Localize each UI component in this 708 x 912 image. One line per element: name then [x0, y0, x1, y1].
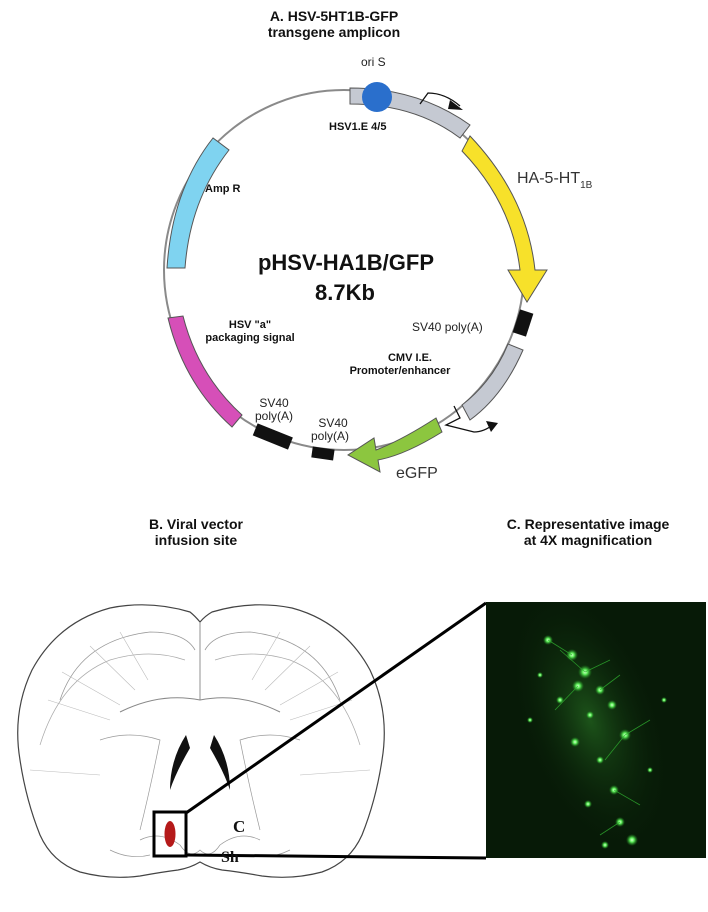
region-label-c: C	[233, 817, 245, 836]
cell-body	[570, 737, 580, 747]
amp-r-segment	[166, 137, 230, 269]
cmv-label-2: Promoter/enhancer	[350, 365, 452, 377]
cell-body	[527, 717, 533, 723]
panel-a-caption-line2: transgene amplicon	[267, 24, 401, 40]
ha5ht-label: HA-5-HT1B	[517, 170, 593, 191]
cell-body	[626, 834, 638, 846]
region-label-sh: Sh	[221, 849, 239, 866]
cell-body	[615, 817, 625, 827]
sv40-right-label: SV40 poly(A)	[412, 320, 483, 334]
micrograph-image	[486, 602, 706, 858]
striatum-left	[99, 734, 161, 831]
panel-c-caption-line1: C. Representative image	[506, 516, 670, 532]
sv40-left-label-1: SV40	[259, 396, 289, 410]
micrograph-cells	[508, 602, 672, 854]
ori-s-label: ori S	[361, 55, 386, 69]
panel-a-caption: A. HSV-5HT1B-GFP transgene amplicon	[214, 8, 454, 40]
infusion-zoom-box	[152, 810, 188, 858]
ha5ht-segment	[461, 135, 548, 303]
hsv-promoter-arrowhead-icon	[448, 100, 463, 110]
cortex-layer-right	[214, 653, 361, 746]
cmv-segment	[461, 343, 524, 421]
cortex-inner-boundary	[59, 631, 341, 701]
micrograph-diffuse-band	[508, 602, 672, 854]
cell-body	[661, 697, 667, 703]
sv40-polya-mid-block	[311, 446, 335, 461]
packaging-signal-segment	[167, 315, 243, 428]
cmv-label-1: CMV I.E.	[388, 352, 432, 364]
cell-body	[609, 785, 619, 795]
zoom-connector-bottom	[185, 853, 487, 860]
panel-c-caption-line2: at 4X magnification	[523, 532, 653, 548]
plasmid-size: 8.7Kb	[315, 280, 375, 305]
ha5ht-label-sub: 1B	[580, 180, 593, 191]
panel-b-caption: B. Viral vector infusion site	[106, 516, 286, 548]
cell-body	[543, 635, 553, 645]
cell-body	[578, 665, 592, 679]
hsv-promoter-arrow-icon	[419, 92, 461, 107]
cmv-promoter-arrowhead-icon	[486, 421, 498, 432]
cell-body	[607, 700, 617, 710]
ventral-structures	[109, 835, 291, 857]
right-ventricle	[210, 735, 230, 790]
infusion-site-marker	[164, 821, 176, 847]
hsv-ie-label: HSV1.E 4/5	[329, 121, 386, 133]
sv40-mid-label-1: SV40	[318, 416, 348, 430]
zoom-connector-top	[185, 601, 487, 815]
cell-body	[596, 756, 604, 764]
striatum-right	[239, 734, 301, 831]
egfp-segment	[347, 417, 443, 473]
brain-section-outline	[17, 604, 385, 878]
sv40-polya-left-block	[252, 423, 293, 450]
plasmid-name: pHSV-HA1B/GFP	[258, 250, 434, 275]
cell-body	[601, 841, 609, 849]
cell-body	[537, 672, 543, 678]
cell-body	[566, 649, 578, 661]
packaging-label-1: HSV "a"	[229, 319, 271, 331]
plasmid-map: ori S HSV1.E 4/5 HA-5-HT1B Amp R pHSV-HA…	[163, 55, 593, 482]
cell-body	[572, 680, 584, 692]
panel-b-caption-line2: infusion site	[154, 532, 238, 548]
cell-body	[556, 696, 564, 704]
packaging-label-2: packaging signal	[205, 332, 294, 344]
panel-c-caption: C. Representative image at 4X magnificat…	[470, 516, 706, 548]
cortex-layer-left	[39, 653, 186, 746]
corpus-callosum	[119, 697, 281, 713]
cell-body	[584, 800, 592, 808]
ori-s-marker	[362, 82, 392, 112]
panel-a-caption-line1: A. HSV-5HT1B-GFP	[269, 8, 399, 24]
neurite-processes	[547, 639, 651, 836]
cell-body	[647, 767, 653, 773]
panel-b-caption-line1: B. Viral vector	[149, 516, 243, 532]
sv40-left-label-2: poly(A)	[255, 409, 293, 423]
cell-body	[595, 685, 605, 695]
left-ventricle	[170, 735, 190, 790]
ha5ht-label-main: HA-5-HT	[517, 170, 580, 187]
cell-body	[619, 729, 631, 741]
egfp-label: eGFP	[396, 465, 438, 482]
cell-body	[586, 711, 594, 719]
sv40-polya-right-block	[512, 309, 534, 337]
amp-r-label: Amp R	[205, 183, 241, 195]
cortex-radial-lines	[29, 631, 371, 776]
sv40-mid-label-2: poly(A)	[311, 429, 349, 443]
